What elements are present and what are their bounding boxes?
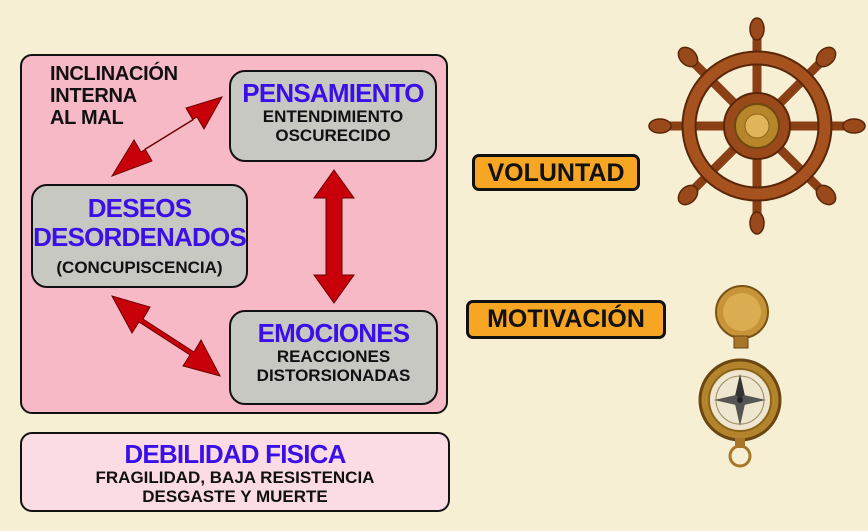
deseos-title-1: DESEOS: [87, 193, 192, 223]
pensamiento-sub: ENTENDIMIENTO OSCURECIDO: [262, 107, 404, 145]
inclination-label: INCLINACIÓN INTERNA AL MAL: [50, 63, 178, 129]
deseos-title-2: DESORDENADOS: [33, 222, 247, 252]
pensamiento-title: PENSAMIENTO: [242, 78, 424, 108]
debilidad-title: DEBILIDAD FISICA: [124, 439, 346, 469]
deseos-box: DESEOS DESORDENADOS (CONCUPISCENCIA): [31, 184, 248, 288]
ship-wheel-icon: [648, 17, 866, 235]
voluntad-tag: VOLUNTAD: [472, 154, 640, 191]
debilidad-box: DEBILIDAD FISICA FRAGILIDAD, BAJA RESIST…: [20, 432, 450, 512]
emociones-sub: REACCIONES DISTORSIONADAS: [256, 347, 411, 385]
debilidad-line-1: FRAGILIDAD, BAJA RESISTENCIA: [95, 468, 375, 487]
motivacion-tag: MOTIVACIÓN: [466, 300, 666, 339]
compass-icon: [698, 285, 782, 468]
debilidad-line-2: DESGASTE Y MUERTE: [142, 487, 328, 506]
pensamiento-box: PENSAMIENTO ENTENDIMIENTO OSCURECIDO: [229, 70, 437, 162]
deseos-sub: (CONCUPISCENCIA): [56, 258, 223, 277]
emociones-title: EMOCIONES: [257, 318, 411, 348]
emociones-box: EMOCIONES REACCIONES DISTORSIONADAS: [229, 310, 438, 405]
